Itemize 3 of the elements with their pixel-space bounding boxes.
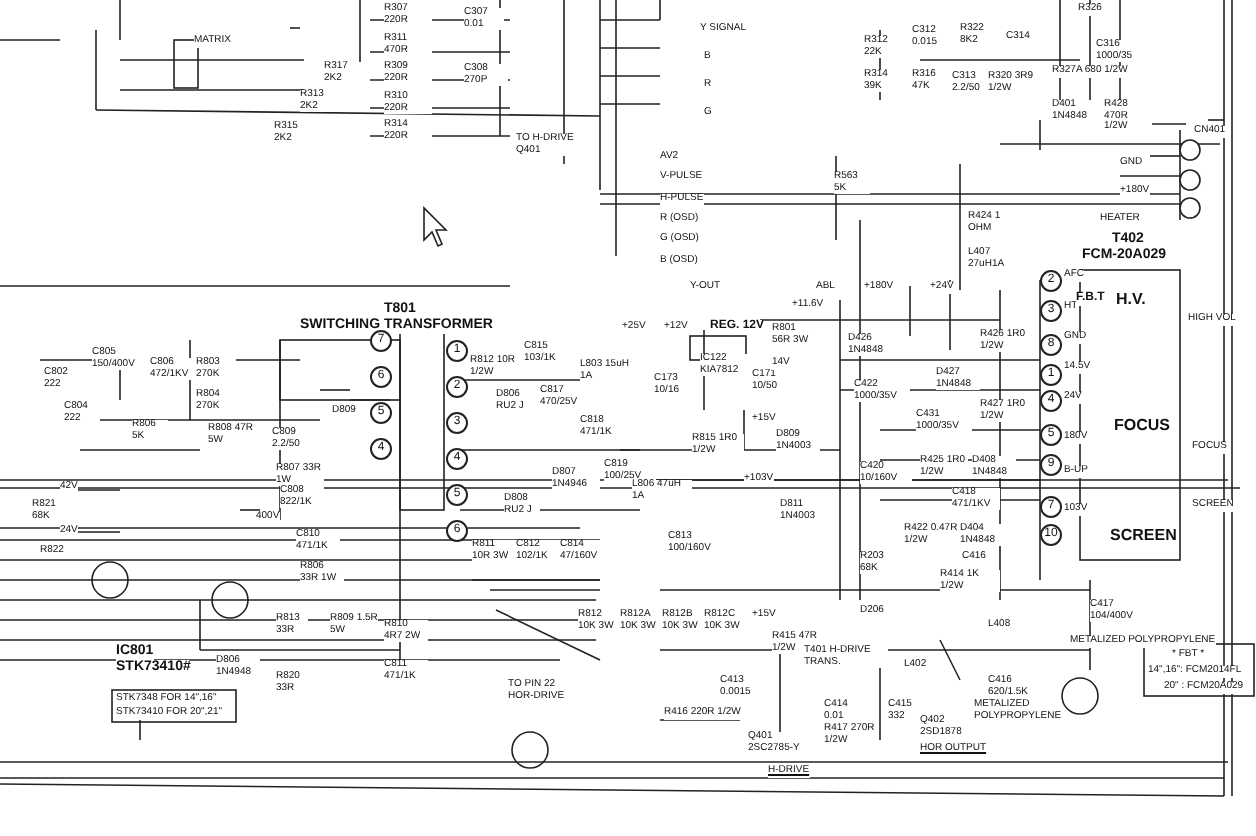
schematic-label: FOCUS bbox=[1114, 416, 1170, 434]
schematic-label: H.V. bbox=[1116, 290, 1146, 308]
schematic-label: SCREEN bbox=[1110, 526, 1177, 544]
